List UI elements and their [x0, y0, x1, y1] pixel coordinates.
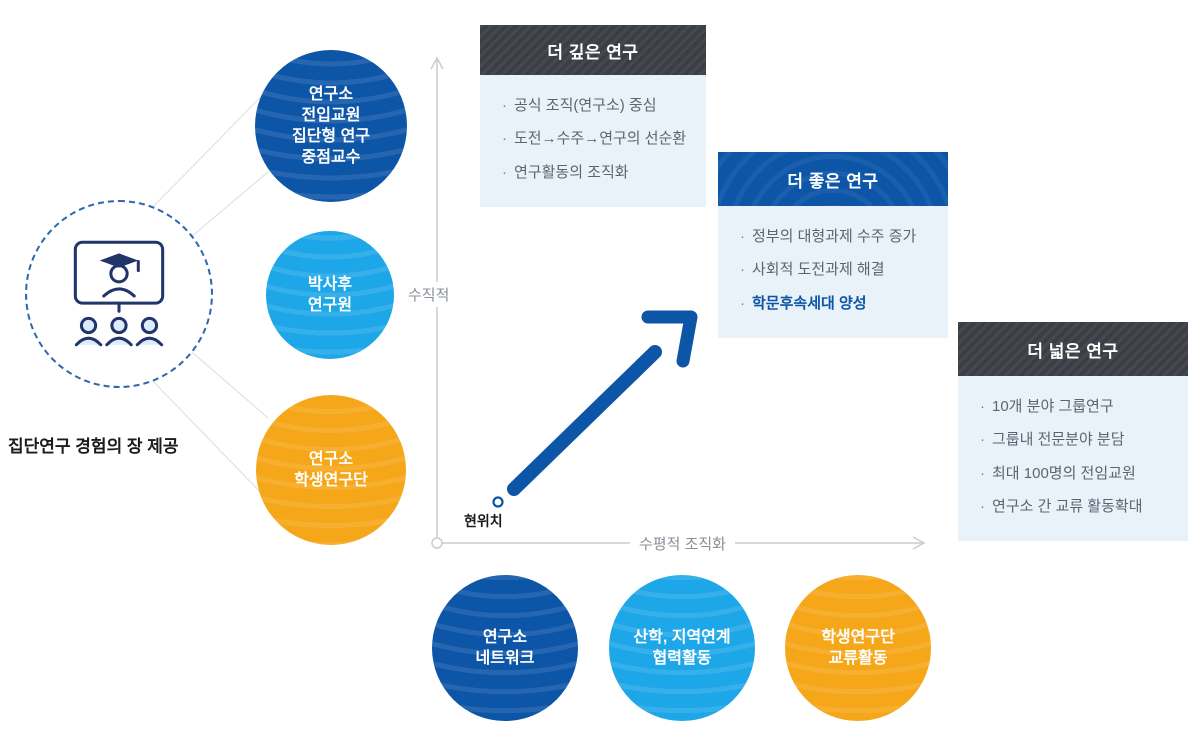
- card-bullet-list: · 정부의 대형과제 수주 증가 · 사회적 도전과제 해결 · 학문후속세대 양성: [740, 226, 934, 314]
- activity-circle-cooperation: 산학, 지역연계 협력활동: [609, 575, 755, 721]
- member-circle-label: 연구소 학생연구단: [294, 450, 368, 489]
- card-bullet-item: · 연구소 간 교류 활동확대: [980, 496, 1174, 517]
- bullet-dot: ·: [740, 228, 745, 245]
- card-bullet-item: · 최대 100명의 전임교원: [980, 463, 1174, 484]
- member-circle-faculty: 연구소 전입교원 집단형 연구 중점교수: [255, 50, 407, 202]
- card-bullet-list: · 10개 분야 그룹연구 · 그룹내 전문분야 분담 · 최대 100명의 전임교원 · 연…: [980, 396, 1174, 517]
- bullet-dot: ·: [740, 294, 745, 312]
- card-better-research: 더 좋은 연구 · 정부의 대형과제 수주 증가 · 사회적 도전과제 해결 · 학문후속…: [718, 152, 948, 338]
- card-bullet-list: · 공식 조직(연구소) 중심 · 도전→수주→연구의 선순환 · 연구활동의 조직화: [502, 95, 692, 183]
- diagram-caption: 집단연구 경험의 장 제공: [8, 437, 179, 456]
- activity-circle-network: 연구소 네트워크: [432, 575, 578, 721]
- bullet-text: 연구소 간 교류 활동확대: [992, 497, 1143, 515]
- card-bullet-item: · 도전→수주→연구의 선순환: [502, 128, 692, 149]
- bullet-text: 공식 조직(연구소) 중심: [514, 97, 657, 114]
- bullet-text: 정부의 대형과제 수주 증가: [752, 228, 917, 245]
- member-circle-label: 연구소 전입교원 집단형 연구 중점교수: [291, 85, 371, 167]
- card-body: · 10개 분야 그룹연구 · 그룹내 전문분야 분담 · 최대 100명의 전임교원 · 연…: [958, 376, 1188, 542]
- bullet-text: 연구활동의 조직화: [514, 163, 629, 181]
- bullet-dot: ·: [980, 431, 985, 449]
- current-position-dot: [492, 496, 504, 508]
- bullet-dot: ·: [502, 163, 507, 181]
- card-bullet-item: · 그룹내 전문분야 분담: [980, 429, 1174, 450]
- bullet-dot: ·: [980, 464, 985, 482]
- activity-circle-label: 학생연구단 교류활동: [821, 628, 895, 667]
- activity-circle-label: 산학, 지역연계 협력활동: [633, 628, 731, 667]
- bullet-dot: ·: [980, 497, 985, 515]
- bullet-dot: ·: [502, 130, 507, 148]
- bullet-text: 사회적 도전과제 해결: [752, 261, 885, 279]
- growth-arrow: [507, 310, 698, 496]
- video-lecture-icon: [73, 240, 165, 347]
- member-circle-postdoc: 박사후 연구원: [266, 231, 394, 359]
- member-circle-label: 박사후 연구원: [307, 275, 353, 314]
- activity-circle-label: 연구소 네트워크: [475, 628, 535, 667]
- card-header: 더 좋은 연구: [718, 152, 948, 206]
- horizontal-axis-label: 수평적 조직화: [630, 531, 735, 556]
- card-bullet-item: · 공식 조직(연구소) 중심: [502, 95, 692, 116]
- bullet-text: 최대 100명의 전임교원: [992, 464, 1136, 482]
- bullet-dot: ·: [980, 398, 985, 415]
- current-position-label: 현위치: [464, 513, 503, 529]
- card-wider-research: 더 넓은 연구 · 10개 분야 그룹연구 · 그룹내 전문분야 분담 · 최대 100명…: [958, 322, 1188, 542]
- bullet-text: 학문후속세대 양성: [752, 294, 867, 312]
- bullet-text: 도전→수주→연구의 선순환: [514, 130, 687, 148]
- card-body: · 공식 조직(연구소) 중심 · 도전→수주→연구의 선순환 · 연구활동의 조직화: [480, 75, 706, 207]
- card-bullet-item: · 연구활동의 조직화: [502, 162, 692, 183]
- card-header: 더 넓은 연구: [958, 322, 1188, 376]
- vertical-axis-label: 수직적: [403, 282, 455, 307]
- group-research-illustration-circle: [25, 200, 213, 388]
- card-bullet-item: · 정부의 대형과제 수주 증가: [740, 226, 934, 247]
- card-bullet-item: · 10개 분야 그룹연구: [980, 396, 1174, 417]
- bullet-dot: ·: [502, 97, 507, 114]
- card-body: · 정부의 대형과제 수주 증가 · 사회적 도전과제 해결 · 학문후속세대 양성: [718, 206, 948, 338]
- member-circle-student-group: 연구소 학생연구단: [256, 395, 406, 545]
- card-deeper-research: 더 깊은 연구 · 공식 조직(연구소) 중심 · 도전→수주→연구의 선순환 · 연구활…: [480, 25, 706, 207]
- card-header: 더 깊은 연구: [480, 25, 706, 75]
- bullet-dot: ·: [740, 261, 745, 279]
- axis-origin-dot: [431, 537, 443, 549]
- bullet-text: 10개 분야 그룹연구: [992, 398, 1114, 415]
- bullet-text: 그룹내 전문분야 분담: [992, 431, 1125, 449]
- activity-circle-exchange: 학생연구단 교류활동: [785, 575, 931, 721]
- card-bullet-item: · 학문후속세대 양성: [740, 293, 934, 314]
- card-bullet-item: · 사회적 도전과제 해결: [740, 259, 934, 280]
